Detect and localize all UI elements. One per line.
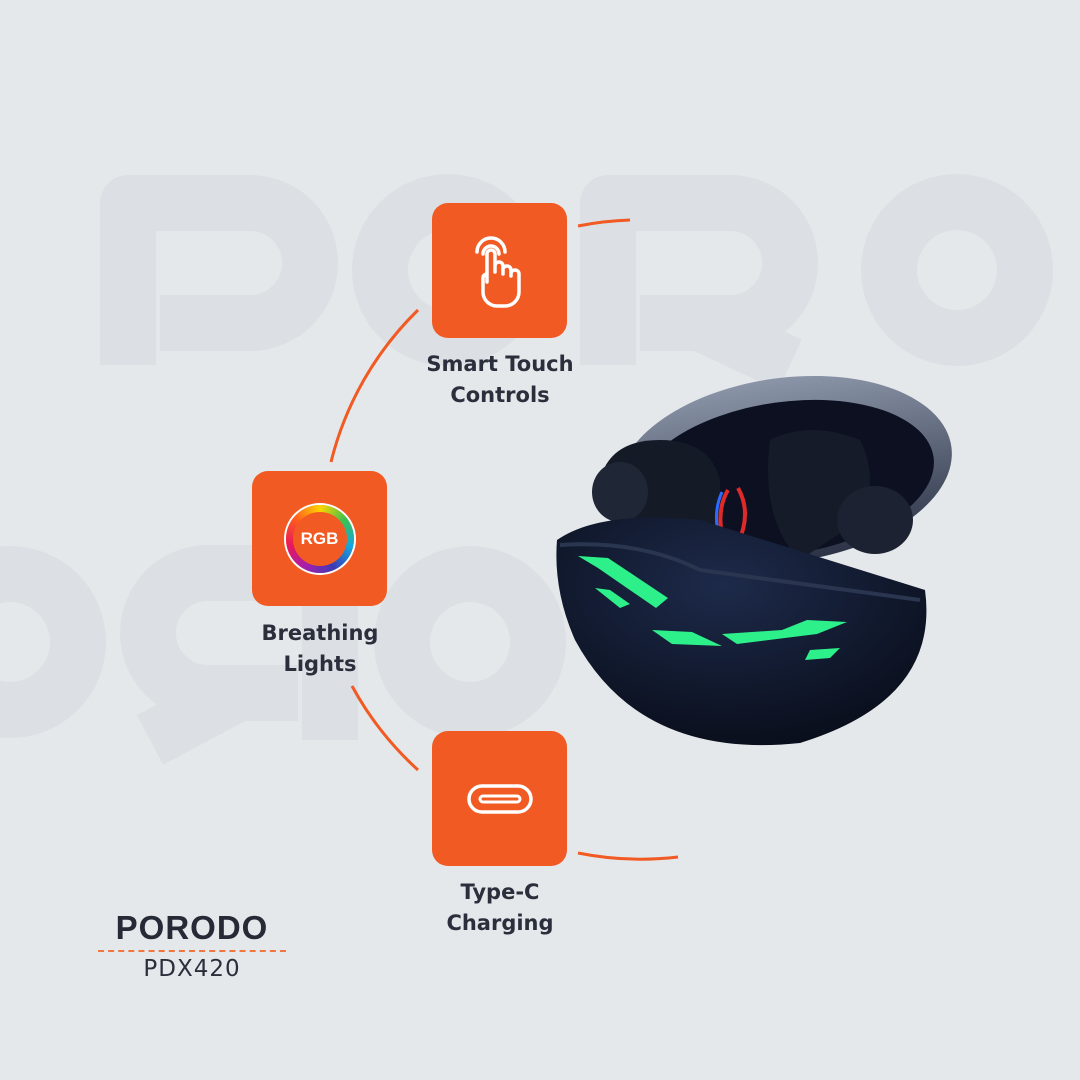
label-line: Smart Touch bbox=[426, 352, 574, 376]
arc-top bbox=[577, 218, 631, 228]
label-line: Type-C bbox=[460, 880, 540, 904]
brand-block: PORODO PDX420 bbox=[98, 908, 286, 982]
smart-touch-feature-tile bbox=[432, 203, 567, 338]
arc-bottom bbox=[577, 851, 679, 861]
label-line: Breathing bbox=[261, 621, 379, 645]
type-c-label: Type-C Charging bbox=[390, 877, 610, 939]
model-number: PDX420 bbox=[143, 956, 241, 982]
usb-type-c-icon bbox=[466, 783, 533, 814]
label-line: Controls bbox=[450, 383, 550, 407]
watermark-top bbox=[100, 174, 1053, 391]
smart-touch-label: Smart Touch Controls bbox=[390, 349, 610, 411]
dashed-divider bbox=[98, 950, 286, 952]
rgb-text: RGB bbox=[292, 511, 347, 566]
arc-lower-left bbox=[350, 685, 420, 772]
type-c-feature-tile bbox=[432, 731, 567, 866]
case-bowl bbox=[556, 517, 927, 746]
green-lights bbox=[578, 556, 847, 660]
rgb-ring-icon: RGB bbox=[285, 504, 354, 573]
porodo-logo: PORODO bbox=[115, 909, 269, 946]
breathing-lights-label: Breathing Lights bbox=[210, 618, 430, 680]
breathing-lights-feature-tile: RGB bbox=[252, 471, 387, 606]
watermark-mirrored bbox=[0, 545, 566, 765]
label-line: Lights bbox=[283, 652, 357, 676]
touch-hand-icon bbox=[474, 235, 521, 308]
arc-upper-left bbox=[329, 308, 420, 463]
label-line: Charging bbox=[446, 911, 554, 935]
